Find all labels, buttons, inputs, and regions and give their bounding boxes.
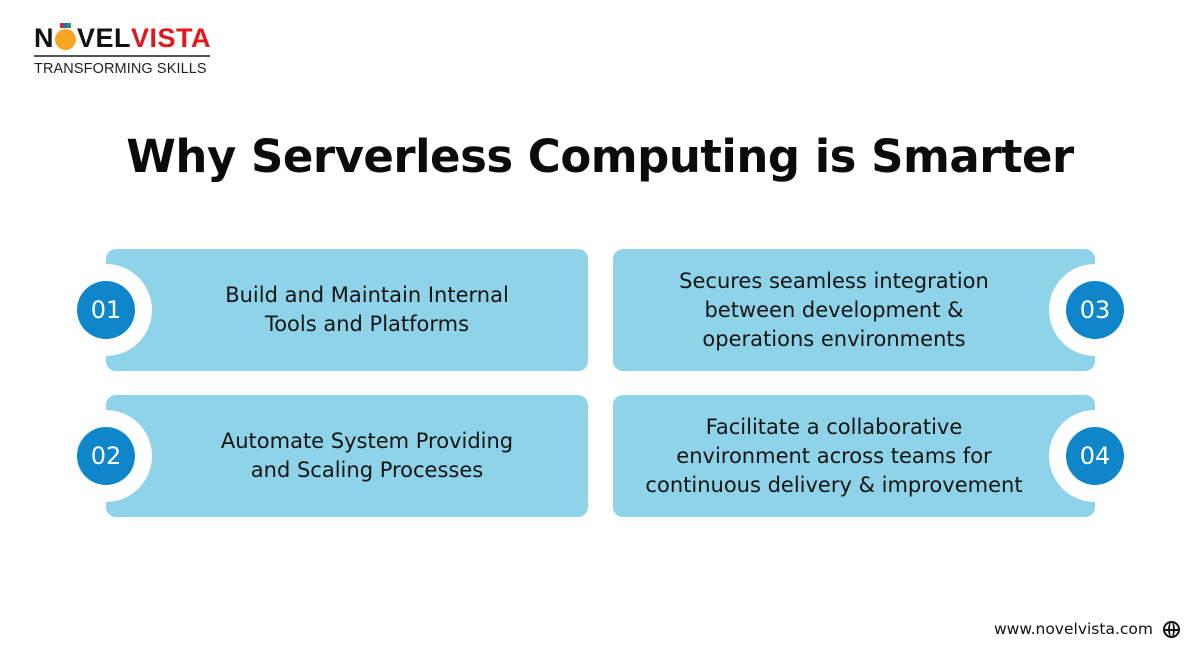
card-04: 04 Facilitate a collaborative environmen…	[613, 395, 1124, 517]
number-badge: 03	[1066, 281, 1124, 339]
card-text: Secures seamless integration between dev…	[679, 268, 989, 351]
logo-tagline: TRANSFORMING SKILLS	[34, 61, 207, 77]
card-03: 03 Secures seamless integration between …	[613, 249, 1124, 371]
number-badge: 04	[1066, 427, 1124, 485]
logo-wordmark: N VEL VISTA	[34, 22, 212, 53]
footer: www.novelvista.com	[994, 620, 1180, 638]
number-badge: 01	[77, 281, 135, 339]
logo-text-vel: VEL	[77, 23, 132, 53]
logo-divider	[34, 55, 210, 57]
logo: N VEL VISTA TRANSFORMING SKILLS	[34, 22, 212, 77]
website-link[interactable]: www.novelvista.com	[993, 620, 1153, 638]
logo-text-vista: VISTA	[131, 23, 212, 53]
globe-icon	[1163, 620, 1180, 638]
card-text: Automate System Providing and Scaling Pr…	[220, 429, 514, 482]
page-title: Why Serverless Computing is Smarter	[126, 130, 1074, 183]
card-01: 01 Build and Maintain Internal Tools and…	[77, 249, 588, 371]
card-text: Facilitate a collaborative environment a…	[645, 414, 1023, 497]
number-badge: 02	[77, 427, 135, 485]
card-02: 02 Automate System Providing and Scaling…	[77, 395, 588, 517]
card-text: Build and Maintain Internal Tools and Pl…	[225, 283, 509, 336]
logo-letter-n: N	[34, 23, 54, 53]
logo-medal-icon	[55, 22, 76, 50]
